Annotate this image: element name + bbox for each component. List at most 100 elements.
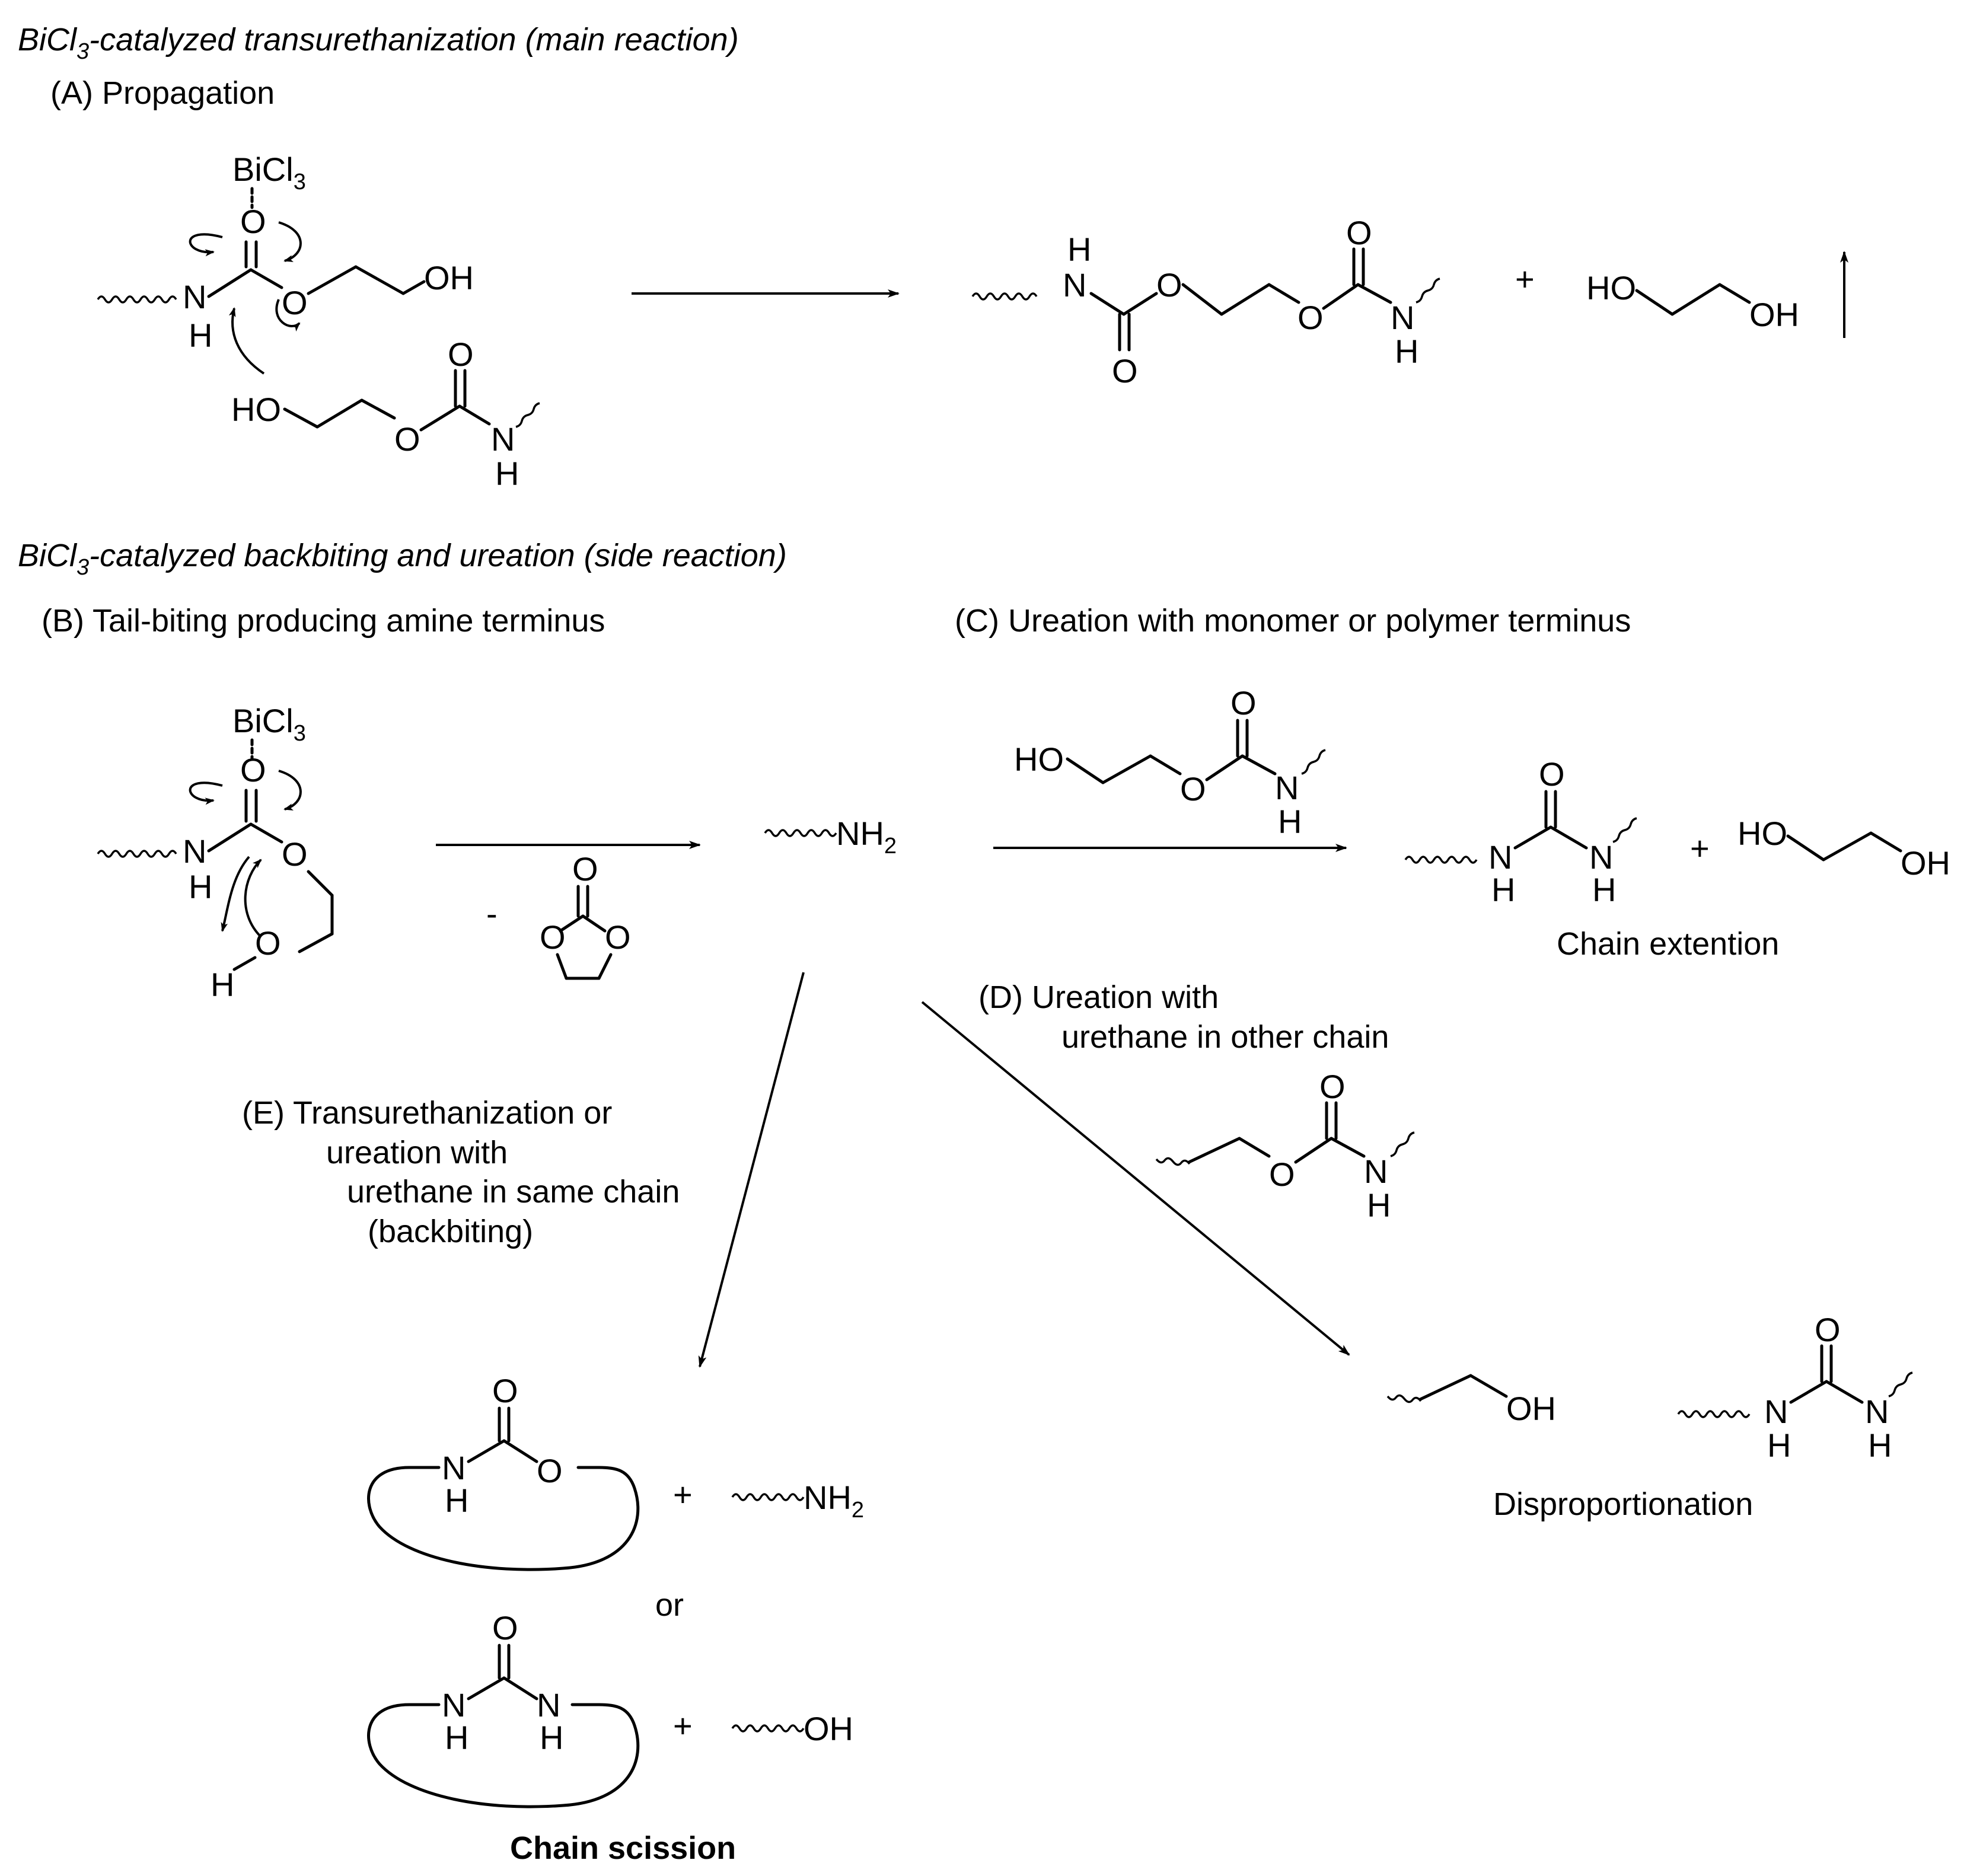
svg-text:H: H (495, 455, 519, 492)
svg-text:O: O (448, 336, 474, 373)
svg-text:H: H (540, 1719, 563, 1756)
svg-text:N: N (1364, 1153, 1388, 1190)
cyclic-urethane: N H O O + NH2 (367, 1372, 864, 1571)
section-e-label-4: (backbiting) (368, 1214, 533, 1249)
svg-text:+: + (673, 1707, 693, 1744)
section-d-label-2: urethane in other chain (1061, 1019, 1389, 1055)
svg-text:OH: OH (804, 1710, 853, 1747)
svg-text:NH2: NH2 (804, 1479, 864, 1523)
svg-text:O: O (1346, 214, 1372, 251)
svg-text:N: N (1865, 1393, 1889, 1430)
svg-text:N: N (183, 832, 206, 870)
svg-text:O: O (240, 751, 266, 789)
svg-text:OH: OH (1506, 1390, 1556, 1427)
reaction-arrow-d (921, 1001, 1350, 1356)
svg-text:O: O (1539, 755, 1565, 793)
svg-text:HO: HO (231, 391, 281, 428)
svg-text:BiCl3: BiCl3 (232, 702, 306, 746)
svg-text:N: N (1488, 838, 1512, 876)
svg-text:O: O (1112, 352, 1138, 390)
section-e-label-1: (E) Transurethanization or (242, 1095, 612, 1131)
svg-text:O: O (572, 850, 598, 888)
svg-text:O: O (1269, 1156, 1295, 1193)
svg-text:N: N (1391, 299, 1414, 336)
svg-text:H: H (211, 966, 234, 1003)
cyclic-urea: N H O N H + OH (367, 1609, 853, 1808)
svg-text:O: O (240, 203, 266, 240)
curly-arrow (278, 221, 302, 262)
propagation-reactant: BiCl3 O N H O OH HO O O N H (97, 151, 540, 492)
svg-text:+: + (673, 1476, 693, 1513)
svg-text:HO: HO (1014, 741, 1064, 778)
svg-text:H: H (1395, 333, 1418, 370)
svg-text:NH2: NH2 (836, 815, 897, 859)
propagation-product: H N O O O O N H + HO OH (971, 214, 1848, 390)
polymer-chain-wavy (97, 295, 177, 304)
svg-text:BiCl3: BiCl3 (232, 151, 306, 194)
tail-biting-reactant: BiCl3 O N H O O H (97, 702, 334, 1003)
svg-text:N: N (1063, 266, 1086, 304)
svg-text:O: O (492, 1609, 518, 1647)
svg-text:HO: HO (1738, 815, 1787, 852)
svg-text:H: H (1592, 871, 1616, 908)
curly-arrow (278, 770, 302, 811)
svg-text:H: H (1491, 871, 1515, 908)
svg-text:-: - (486, 895, 498, 932)
chain-scission-label: Chain scission (510, 1830, 736, 1866)
svg-text:N: N (491, 420, 515, 458)
svg-text:N: N (1764, 1393, 1788, 1430)
svg-text:H: H (1868, 1427, 1892, 1464)
svg-text:H: H (1767, 1427, 1791, 1464)
svg-text:O: O (492, 1372, 518, 1409)
chain-extension-product: N H O N H + HO OH Chain extention (1404, 755, 1950, 962)
svg-text:O: O (1156, 266, 1182, 304)
svg-text:OH: OH (1901, 844, 1950, 882)
svg-text:N: N (442, 1686, 466, 1724)
curly-arrow (221, 856, 250, 932)
svg-text:O: O (537, 1452, 563, 1489)
amine-terminus: NH2 (764, 815, 897, 859)
ethylene-carbonate-byproduct: - O O O (486, 850, 631, 980)
svg-text:N: N (442, 1449, 466, 1486)
section-d-label-1: (D) Ureation with (978, 980, 1219, 1015)
curly-arrow (189, 233, 223, 257)
svg-text:H: H (445, 1482, 468, 1519)
section-e-label-2: ureation with (326, 1135, 508, 1170)
svg-text:HO: HO (1586, 269, 1636, 307)
svg-text:O: O (394, 420, 420, 458)
svg-text:H: H (189, 317, 212, 354)
curly-arrow (275, 299, 301, 332)
section-e-label-3: urethane in same chain (347, 1174, 680, 1210)
or-label: or (655, 1587, 684, 1623)
reaction-arrow-e (698, 972, 805, 1368)
svg-text:+: + (1515, 260, 1535, 298)
svg-text:H: H (445, 1719, 468, 1756)
section-a-label: (A) Propagation (50, 75, 275, 111)
ureation-monomer: HO O O N H (1014, 684, 1326, 840)
svg-text:O: O (540, 918, 566, 956)
svg-text:O: O (282, 284, 308, 321)
svg-text:N: N (1275, 769, 1299, 806)
main-reaction-header: BiCl3-catalyzed transurethanization (mai… (18, 22, 739, 64)
svg-text:O: O (1297, 299, 1324, 336)
curly-arrow (228, 307, 265, 375)
curly-arrow (244, 859, 262, 938)
svg-text:H: H (1367, 1186, 1391, 1224)
disproportionation-label: Disproportionation (1493, 1486, 1753, 1522)
side-reaction-header: BiCl3-catalyzed backbiting and ureation … (18, 538, 787, 580)
curly-arrow (189, 781, 223, 805)
svg-text:O: O (282, 835, 308, 873)
svg-text:H: H (189, 868, 212, 905)
svg-text:O: O (1319, 1068, 1346, 1105)
svg-text:N: N (1589, 838, 1613, 876)
svg-text:OH: OH (1749, 296, 1799, 333)
svg-text:O: O (605, 918, 631, 956)
disproportionation-products: OH N H O N H Disproportionation (1386, 1311, 1913, 1522)
section-b-label: (B) Tail-biting producing amine terminus (42, 603, 605, 639)
svg-text:H: H (1278, 803, 1302, 840)
svg-text:O: O (1815, 1311, 1841, 1348)
svg-text:+: + (1690, 829, 1710, 867)
svg-text:O: O (255, 924, 281, 962)
urethane-other-chain: O O N H (1155, 1068, 1415, 1224)
